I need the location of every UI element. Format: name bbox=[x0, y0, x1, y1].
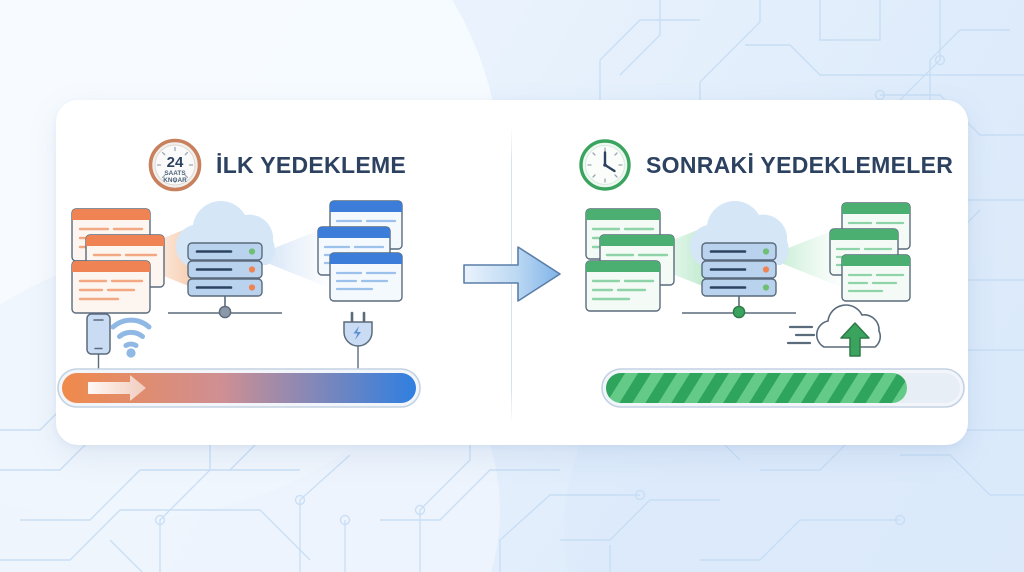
subsequent-backups-illustration bbox=[585, 200, 911, 319]
server-rack bbox=[187, 242, 263, 297]
document-cards-blue bbox=[317, 200, 403, 302]
power-plug-icon bbox=[343, 311, 373, 375]
server-led bbox=[248, 266, 256, 273]
network-node bbox=[218, 305, 232, 319]
subsequent-backups-section bbox=[512, 100, 968, 445]
document-card bbox=[329, 252, 403, 302]
cloud-server-blue bbox=[168, 200, 282, 319]
progress-bar-first-backup[interactable] bbox=[57, 368, 421, 408]
first-backup-header: 24 SAATS KNOAR İLK YEDEKLEME bbox=[148, 138, 406, 192]
first-backup-section bbox=[56, 100, 512, 445]
clock-label-line1: SAATS bbox=[164, 170, 186, 177]
beam-right-out bbox=[766, 225, 846, 289]
server-led bbox=[762, 248, 770, 255]
first-backup-title: İLK YEDEKLEME bbox=[216, 151, 407, 178]
network-node bbox=[732, 305, 746, 319]
document-cards-green-left bbox=[585, 208, 675, 312]
subsequent-backups-header: SONRAKİ YEDEKLEMELER bbox=[578, 138, 953, 192]
cloud-server-blue bbox=[682, 200, 796, 319]
subsequent-backups-progress-zone bbox=[601, 304, 965, 408]
server-led bbox=[248, 248, 256, 255]
progress-bar-subsequent-backups[interactable] bbox=[601, 368, 965, 408]
subsequent-backups-title: SONRAKİ YEDEKLEMELER bbox=[646, 151, 954, 178]
progress-bar-fill bbox=[62, 373, 416, 403]
server-rack bbox=[701, 242, 777, 297]
beam-left-out bbox=[252, 225, 332, 289]
document-card bbox=[71, 260, 151, 314]
first-backup-illustration bbox=[71, 200, 403, 319]
document-cards-green-right bbox=[829, 202, 911, 302]
flow-arrow-right-icon bbox=[463, 246, 561, 302]
server-led bbox=[762, 284, 770, 291]
clock-icon bbox=[579, 139, 631, 191]
cloud-upload-icon bbox=[786, 304, 882, 357]
document-cards-orange bbox=[71, 208, 165, 314]
wifi-icon bbox=[110, 317, 152, 348]
clock-24h-icon: 24 SAATS KNOAR bbox=[148, 138, 202, 192]
document-card bbox=[841, 254, 911, 302]
clock-big-number: 24 bbox=[167, 154, 184, 171]
server-led bbox=[762, 266, 770, 273]
clock-label-line2: KNOAR bbox=[163, 177, 187, 184]
wifi-dot bbox=[126, 348, 136, 358]
server-led bbox=[248, 284, 256, 291]
document-card bbox=[585, 260, 661, 312]
smartphone-icon bbox=[86, 313, 111, 375]
progress-arrow-icon bbox=[88, 375, 146, 401]
progress-bar-fill bbox=[606, 373, 907, 403]
first-backup-progress-zone bbox=[57, 311, 421, 408]
